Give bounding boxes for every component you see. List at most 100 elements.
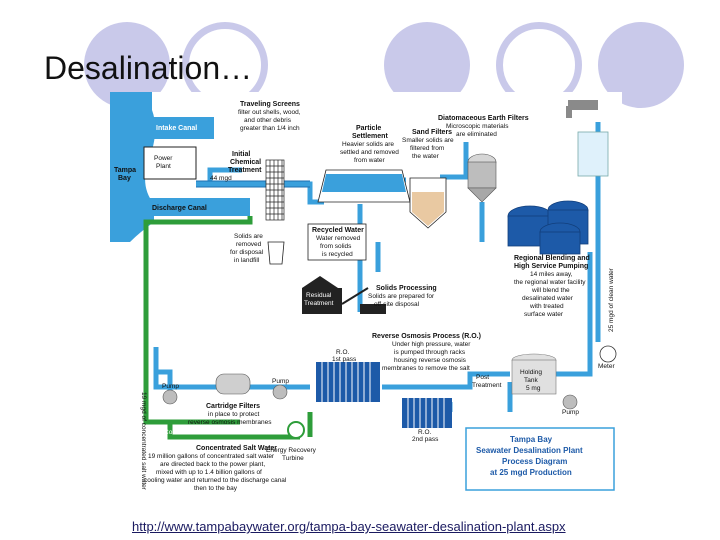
label-ro-1st: R.O. [336, 349, 350, 356]
holding-tank [511, 353, 557, 395]
diagram-label: Treatment [304, 300, 334, 307]
water-glass [577, 131, 609, 177]
discharge-canal [146, 198, 250, 216]
landfill-bucket [267, 241, 285, 265]
diatomaceous-filter [467, 153, 497, 203]
diagram-label: for disposal [230, 249, 264, 256]
diagram-label: with treated [529, 303, 564, 310]
diagram-label: Plant [156, 163, 171, 170]
diagram-label: High Service Pumping [514, 263, 588, 270]
diagram-label: settled and removed [340, 149, 399, 156]
traveling-screen [265, 159, 285, 221]
diagram-label: cooling water and returned to the discha… [144, 477, 287, 484]
label-cartridge-filters: Cartridge Filters [206, 403, 260, 410]
diagram-label: Tank [524, 377, 538, 384]
label-regional-blending: Regional Blending and [514, 255, 590, 262]
label-solids-processing: Solids Processing [376, 285, 437, 292]
turbine-icon [287, 421, 305, 439]
label-holding-tank: Holding [520, 369, 542, 376]
diagram-label: then to the bay [194, 485, 238, 492]
label-pump-2: Pump [272, 378, 289, 385]
diagram-label: from solids [320, 243, 352, 250]
solids-conveyor [341, 287, 369, 305]
label-sand-filters: Sand Filters [412, 129, 452, 136]
brine-pipes [143, 216, 313, 440]
pump-icon-3 [562, 394, 578, 410]
diagram-label: removed [236, 241, 262, 248]
label-pump-1: Pump [162, 383, 179, 390]
source-link[interactable]: http://www.tampabaywater.org/tampa-bay-s… [132, 519, 566, 534]
diagram-label: housing reverse osmosis [394, 357, 467, 364]
label-power-plant: Power [154, 155, 173, 162]
diagram-label: 14 miles away, [530, 271, 573, 278]
diagram-label: Process Diagram [502, 457, 567, 466]
diagram-label: membranes to remove the salt [382, 365, 470, 372]
diagram-label: in place to protect [208, 411, 260, 418]
diagram-label: filter out shells, wood, [238, 109, 301, 116]
diagram-label: Bay [118, 175, 131, 182]
label-residual: Residual [306, 292, 332, 299]
label-energy-recovery: Energy Recovery [266, 447, 317, 454]
diagram-label: off-site disposal [374, 301, 420, 308]
diagram-label: and other debris [244, 117, 292, 124]
label-recycled-water: Recycled Water [312, 227, 364, 234]
diagram-label: Under high pressure, water [392, 341, 471, 348]
label-post-treatment: Post [476, 374, 489, 381]
diagram-label: the regional water facility [514, 279, 586, 286]
label-clean-water: 25 mgd of clean water [608, 267, 615, 332]
diagram-label: Settlement [352, 133, 388, 140]
diagram-label: Smaller solids are [402, 137, 454, 144]
label-tampa-bay: Tampa [114, 167, 136, 174]
diagram-label: 2nd pass [412, 436, 439, 443]
label-concentrate-return: Concentrate Return [164, 429, 221, 436]
diagram-label: Turbine [282, 455, 304, 462]
label-44-mgd: 44 mgd [210, 175, 232, 182]
diagram-label: at 25 mgd Production [490, 468, 572, 477]
label-initial-chemical: Initial [232, 151, 250, 158]
sand-filter-tank [409, 177, 447, 229]
diagram-label: is recycled [322, 251, 353, 258]
residual-treatment [302, 276, 342, 314]
diagram-label: will blend the [531, 287, 570, 294]
label-diatomaceous: Diatomaceous Earth Filters [438, 115, 529, 122]
label-intake-canal: Intake Canal [156, 125, 197, 132]
diagram-label: in landfill [234, 257, 260, 264]
diagram-label: from water [354, 157, 386, 164]
diagram-label: filtered from [410, 145, 444, 152]
label-solids-removed: Solids are [234, 233, 263, 240]
faucet-icon [566, 100, 598, 118]
diagram-label: the water [412, 153, 440, 160]
label-discharge-canal: Discharge Canal [152, 205, 207, 212]
diagram-label: Treatment [472, 382, 502, 389]
label-particle-settlement: Particle [356, 125, 381, 132]
diagram-label: Chemical [230, 159, 261, 166]
tampa-bay-water [110, 92, 156, 242]
meter-icon [599, 345, 617, 363]
diagram-label: Solids are prepared for [368, 293, 435, 300]
label-ro-2nd: R.O. [418, 429, 432, 436]
particle-settlement-tank [317, 169, 411, 203]
pump-icon-1 [162, 389, 178, 405]
diagram-label: are directed back to the power plant, [160, 461, 265, 468]
diagram-label: reverse osmosis membranes [188, 419, 272, 426]
diagram-label: is pumped through racks [394, 349, 466, 356]
slide-title: Desalination… [44, 50, 253, 86]
cartridge-filter [215, 373, 251, 395]
solids-truck [360, 304, 386, 314]
diagram-label: 19 million gallons of concentrated salt … [148, 453, 275, 460]
label-brine-vertical: 19 mgd of concentrated salt water [140, 392, 147, 491]
legend-box [465, 427, 615, 491]
diagram-label: desalinated water [522, 295, 574, 302]
diagram-label: surface water [524, 311, 564, 318]
label-traveling-screens: Traveling Screens [240, 101, 300, 108]
power-plant [143, 146, 197, 180]
pump-icon-2 [272, 384, 288, 400]
diagram-label: 5 mg [526, 385, 541, 392]
label-pump-3: Pump [562, 409, 579, 416]
intake-canal [146, 117, 214, 139]
ro-second-pass [402, 398, 452, 428]
diagram-label: mixed with up to 1.4 billion gallons of [156, 469, 262, 476]
label-ro-process: Reverse Osmosis Process (R.O.) [372, 333, 481, 340]
water-pipes [153, 122, 601, 412]
diagram-label: are eliminated [456, 131, 497, 138]
